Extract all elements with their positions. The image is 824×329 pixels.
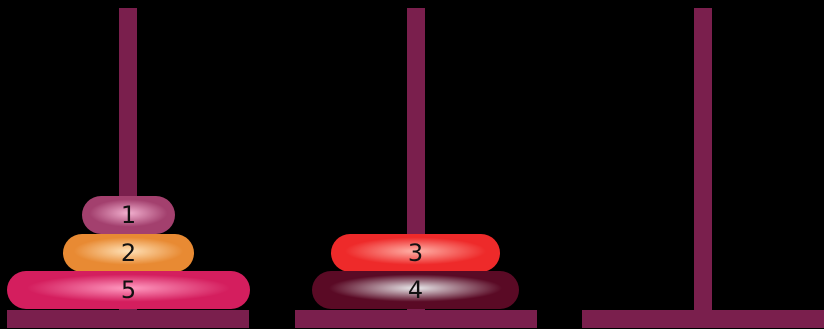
disk-label: 1 [121, 201, 136, 229]
peg [694, 8, 712, 314]
disk-label: 3 [408, 239, 423, 267]
disk-5[interactable]: 5 [7, 271, 250, 309]
tower-3[interactable] [582, 0, 824, 329]
disk-label: 5 [121, 276, 136, 304]
disk-3[interactable]: 3 [331, 234, 500, 272]
disk-2[interactable]: 2 [63, 234, 194, 272]
tower-1[interactable]: 1 2 5 [7, 0, 249, 329]
disk-label: 4 [408, 276, 423, 304]
disk-label: 2 [121, 239, 136, 267]
disk-1[interactable]: 1 [82, 196, 175, 234]
tower-base [295, 310, 537, 328]
tower-base [582, 310, 824, 328]
tower-base [7, 310, 249, 328]
disk-4[interactable]: 4 [312, 271, 519, 309]
tower-2[interactable]: 3 4 [295, 0, 537, 329]
